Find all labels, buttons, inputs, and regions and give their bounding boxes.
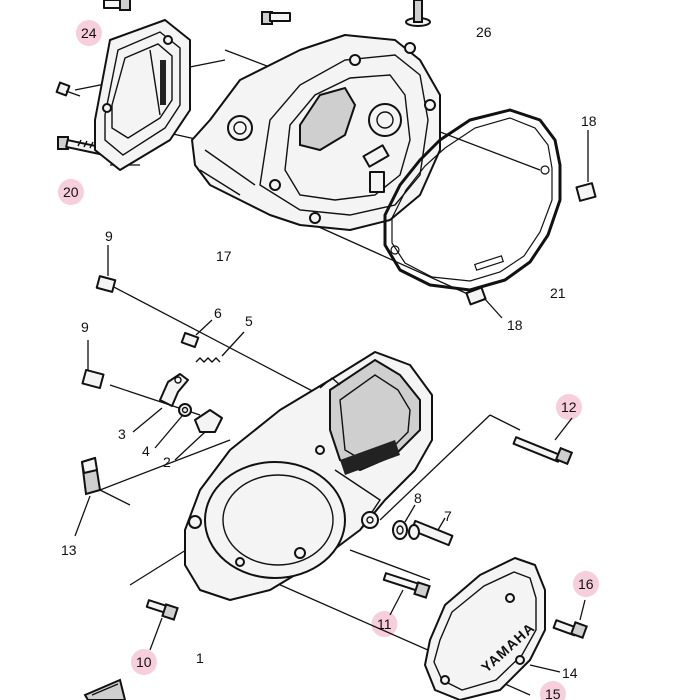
main-cover-1	[184, 351, 433, 601]
bolt-11	[382, 572, 431, 616]
highlight-dot-10	[130, 649, 157, 675]
callout-20: 20	[63, 184, 79, 200]
callout-17: 17	[216, 248, 232, 264]
washer-4	[154, 403, 192, 449]
callout-4: 4	[142, 443, 150, 459]
callout-21: 21	[550, 285, 566, 301]
seal-8	[392, 504, 416, 540]
yamaha-cover-14: YAMAHA	[424, 557, 561, 700]
dowel-9-upper	[95, 245, 117, 293]
callout-9-upper: 9	[105, 228, 113, 244]
crankcase-cover-17	[191, 34, 441, 231]
callout-labels: 24 26 18 20 17 21 18 9 9 6 5 3 4 2 12 8 …	[61, 24, 597, 700]
bolt-16	[552, 599, 588, 639]
callout-11: 11	[377, 616, 392, 632]
callout-highlights	[57, 20, 599, 700]
highlight-dot-11	[371, 611, 398, 637]
highlight-dot-20	[57, 179, 84, 205]
highlight-dot-16	[572, 571, 599, 597]
callout-18-upper: 18	[581, 113, 597, 129]
logo-fragment	[83, 678, 127, 700]
callout-24: 24	[81, 25, 97, 41]
cover-small	[94, 19, 191, 171]
callout-10: 10	[136, 654, 152, 670]
dowel-18-upper	[575, 130, 597, 202]
dowel-18-lower	[465, 286, 503, 319]
shaft-7	[408, 517, 454, 547]
gasket-21	[383, 108, 562, 292]
lever-3	[132, 373, 189, 433]
bolt-12	[512, 417, 574, 466]
highlight-dot-12	[555, 394, 582, 420]
callout-5: 5	[245, 313, 253, 329]
callout-12: 12	[561, 399, 577, 415]
callout-2: 2	[163, 454, 171, 470]
highlight-dot-15	[539, 681, 566, 700]
part-2	[174, 409, 223, 461]
bolt-24	[55, 81, 81, 97]
callout-14: 14	[562, 665, 578, 681]
callout-16: 16	[578, 576, 594, 592]
callout-3: 3	[118, 426, 126, 442]
callout-8: 8	[414, 490, 422, 506]
callout-13: 13	[61, 542, 77, 558]
part-13	[74, 456, 102, 537]
bolt-top-middle	[261, 11, 291, 25]
callout-9-lower: 9	[81, 319, 89, 335]
part-6	[180, 319, 213, 349]
bolt-10	[145, 599, 179, 651]
callout-18-lower: 18	[507, 317, 523, 333]
spring-5	[195, 331, 245, 363]
callout-26: 26	[476, 24, 492, 40]
callout-1: 1	[196, 650, 204, 666]
part-26	[405, 0, 431, 27]
highlight-dot-24	[75, 20, 102, 46]
callout-15: 15	[545, 686, 561, 700]
callout-7: 7	[444, 508, 452, 524]
callout-6: 6	[214, 305, 222, 321]
bolt-top-left	[103, 0, 131, 11]
dowel-9-lower	[81, 340, 105, 390]
